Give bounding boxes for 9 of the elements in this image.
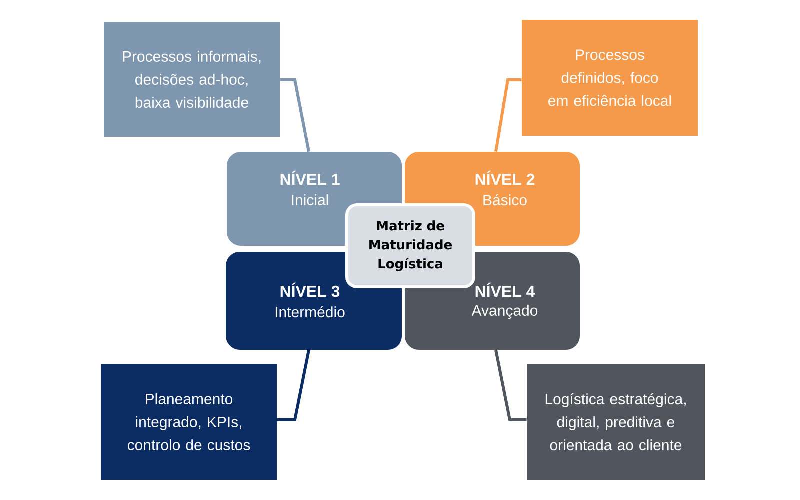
description-box: Processos definidos, foco em eficiência local	[522, 20, 698, 136]
center-box: Matriz de Maturidade Logística	[346, 204, 476, 288]
description-box: Planeamento integrado, KPIs, controlo de custos	[101, 364, 277, 480]
description-box: Logística estratégica, digital, preditiva e orientada ao cliente	[527, 364, 705, 480]
description-box: Processos informais, decisões ad-hoc, baixa visibilidade	[104, 22, 280, 137]
connector-line	[277, 350, 310, 422]
connector-line	[494, 350, 527, 422]
connector-line	[494, 78, 522, 152]
connector-line	[280, 78, 310, 152]
